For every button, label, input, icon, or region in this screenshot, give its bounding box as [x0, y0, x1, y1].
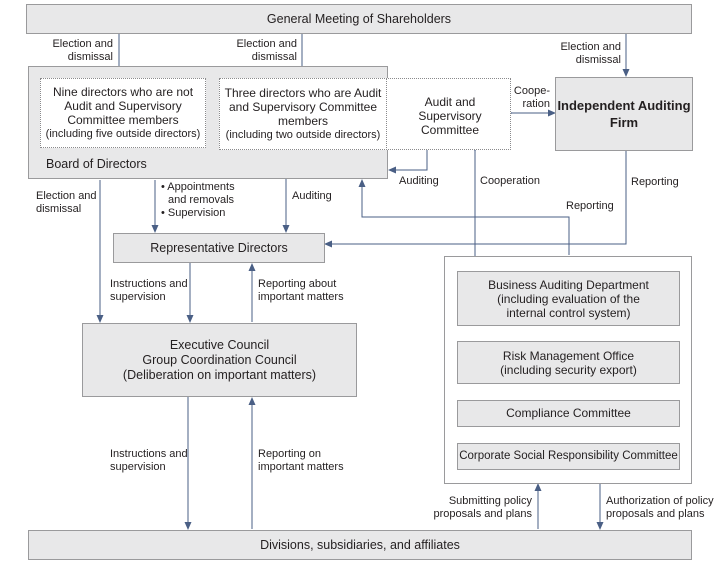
auditing-firm-line-1: Independent Auditing: [557, 98, 691, 113]
audit-committee-label: Audit and Supervisory Committee: [410, 95, 490, 137]
label-authorization-line-1: Authorization of policy: [606, 495, 714, 507]
representative-label: Representative Directors: [150, 240, 288, 255]
label-reporting-1: Reporting: [631, 176, 679, 188]
label-submitting: Submitting policy proposals and plans: [418, 495, 532, 521]
auditing-firm-line-2: Firm: [609, 115, 639, 130]
business-auditing-line-2: (including evaluation of the: [497, 291, 640, 306]
label-cooperation-2: Cooperation: [480, 175, 540, 187]
label-election-dismissal-3: Election and dismissal: [548, 41, 621, 67]
risk-management-line-1: Risk Management Office: [502, 348, 635, 363]
nine-directors-line-1: Nine directors who are not: [52, 85, 194, 99]
label-election-dismissal-4: Election and dismissal: [36, 190, 97, 216]
label-election-dismissal-1-line-1: Election and: [52, 38, 113, 50]
executive-line-3: (Deliberation on important matters): [122, 367, 317, 382]
label-reporting-2: Reporting: [566, 200, 614, 212]
executive-line-2: Group Coordination Council: [142, 352, 297, 367]
nine-directors-line-4: (including five outside directors): [45, 128, 201, 140]
label-authorization: Authorization of policy proposals and pl…: [606, 495, 714, 521]
business-auditing-line-3: internal control system): [506, 305, 631, 320]
business-auditing-line-1: Business Auditing Department: [488, 277, 649, 292]
label-reporting-on-line-1: Reporting on: [258, 448, 321, 460]
label-appointments-line-2: and removals: [168, 194, 235, 206]
label-appointments: • Appointments and removals • Supervisio…: [161, 181, 235, 220]
three-directors-box: Three directors who are Audit and Superv…: [220, 79, 386, 149]
label-instructions-2: Instructions and supervision: [110, 448, 188, 474]
label-instructions-1-line-1: Instructions and: [110, 278, 188, 290]
label-instructions-2-line-1: Instructions and: [110, 448, 188, 460]
risk-management-box: Risk Management Office (including securi…: [457, 341, 680, 384]
label-election-dismissal-3-line-2: dismissal: [575, 54, 621, 66]
compliance-box: Compliance Committee: [457, 400, 680, 427]
audit-committee-line-1: Audit and: [424, 95, 476, 109]
label-reporting-about-line-1: Reporting about: [258, 278, 337, 290]
three-directors-line-1: Three directors who are Audit: [224, 86, 382, 100]
nine-directors-line-3: Committee members: [67, 113, 179, 127]
label-election-dismissal-1: Election and dismissal: [40, 38, 113, 64]
arrow-reporting-board: [358, 179, 570, 255]
divisions-box: Divisions, subsidiaries, and affiliates: [28, 530, 692, 560]
label-submitting-line-1: Submitting policy: [448, 495, 532, 507]
audit-committee-line-3: Committee: [420, 123, 479, 137]
label-election-dismissal-3-line-1: Election and: [560, 41, 621, 53]
arrow-reporting-firm: [324, 151, 627, 248]
compliance-label: Compliance Committee: [506, 406, 631, 420]
label-instructions-1-line-2: supervision: [110, 291, 166, 303]
label-reporting-on-line-2: important matters: [258, 461, 344, 473]
label-election-dismissal-1-line-2: dismissal: [67, 51, 113, 63]
label-auditing-1: Auditing: [399, 175, 439, 187]
csr-box: Corporate Social Responsibility Committe…: [457, 443, 680, 470]
label-appointments-line-3: • Supervision: [161, 207, 226, 219]
label-election-dismissal-2-line-2: dismissal: [251, 51, 297, 63]
three-directors-line-4: (including two outside directors): [225, 129, 381, 141]
audit-committee-line-2: Supervisory: [418, 109, 482, 123]
nine-directors-box: Nine directors who are not Audit and Sup…: [40, 78, 206, 148]
label-appointments-line-1: • Appointments: [161, 181, 235, 193]
label-election-dismissal-2-line-1: Election and: [236, 38, 297, 50]
executive-line-1: Executive Council: [169, 337, 270, 352]
label-instructions-2-line-2: supervision: [110, 461, 166, 473]
label-auditing-2: Auditing: [292, 190, 332, 202]
audit-supervisory-region: [219, 78, 511, 150]
shareholders-label: General Meeting of Shareholders: [266, 11, 452, 26]
label-election-dismissal-4-line-2: dismissal: [36, 203, 82, 215]
representative-directors-box: Representative Directors: [113, 233, 325, 263]
label-reporting-about: Reporting about important matters: [258, 278, 344, 304]
three-directors-line-2: and Supervisory Committee: [228, 100, 378, 114]
region-divider: [386, 78, 387, 150]
nine-directors-line-2: Audit and Supervisory: [64, 99, 182, 113]
label-election-dismissal-4-line-1: Election and: [36, 190, 97, 202]
auditing-firm-box: Independent Auditing Firm: [555, 77, 693, 151]
risk-management-line-2: (including security export): [500, 362, 637, 377]
arrow-auditing-board: [388, 150, 428, 174]
label-reporting-about-line-2: important matters: [258, 291, 344, 303]
label-submitting-line-2: proposals and plans: [433, 508, 532, 520]
label-reporting-on: Reporting on important matters: [258, 448, 344, 474]
three-directors-line-3: members: [277, 114, 328, 128]
divisions-label: Divisions, subsidiaries, and affiliates: [260, 537, 460, 552]
shareholders-box: General Meeting of Shareholders: [26, 4, 692, 34]
label-cooperation-1-line-2: ration: [522, 98, 550, 110]
label-instructions-1: Instructions and supervision: [110, 278, 188, 304]
label-authorization-line-2: proposals and plans: [606, 508, 705, 520]
label-cooperation-1: Coope- ration: [510, 85, 550, 111]
business-auditing-box: Business Auditing Department (including …: [457, 271, 680, 326]
board-label: Board of Directors: [46, 157, 147, 171]
executive-council-box: Executive Council Group Coordination Cou…: [82, 323, 357, 397]
label-election-dismissal-2: Election and dismissal: [222, 38, 297, 64]
csr-label: Corporate Social Responsibility Committe…: [459, 450, 678, 462]
label-cooperation-1-line-1: Coope-: [513, 85, 550, 97]
